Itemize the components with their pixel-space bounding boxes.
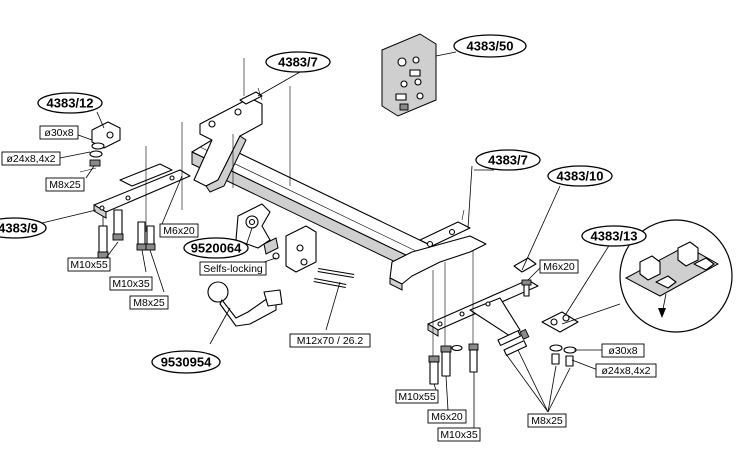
- part-number: 4383/7: [278, 55, 318, 70]
- spec-m6x20-right: M6x20: [539, 259, 579, 274]
- spec-m12x70: M12x70 / 26.2: [289, 333, 371, 348]
- spec-text: M12x70 / 26.2: [297, 335, 364, 347]
- spec-d24-left: ø24x8,4x2: [1, 151, 61, 166]
- spec-text: M10x35: [440, 429, 478, 441]
- spec-text: M10x35: [112, 278, 150, 290]
- spec-text: ø24x8,4x2: [601, 365, 650, 377]
- m6x20-screw-right: [521, 279, 532, 297]
- part-label-4383-7-right: 4383/7: [475, 149, 541, 171]
- spec-text: Selfs-locking: [203, 263, 263, 275]
- spec-d30x8-left: ø30x8: [39, 125, 79, 140]
- part-number: 4383/50: [467, 39, 514, 54]
- right-horizontal-bolts: [497, 328, 530, 356]
- socket-plate: [235, 203, 280, 260]
- spec-m6x20-left: M6x20: [159, 223, 199, 238]
- right-end-bracket: [427, 257, 539, 337]
- tow-ball: [207, 281, 283, 327]
- spec-text: M8x25: [531, 415, 563, 427]
- m12-bolts: [313, 268, 355, 288]
- part-number: 4383/13: [591, 229, 638, 244]
- spec-d24-right: ø24x8,4x2: [595, 363, 657, 378]
- right-side-bracket: [389, 209, 487, 291]
- spec-m10x35-right: M10x35: [437, 427, 481, 442]
- left-end-bracket: [91, 121, 191, 219]
- spec-text: ø24x8,4x2: [6, 153, 55, 165]
- part-number: 9530954: [161, 355, 212, 370]
- detail-inset-4383-50: [381, 33, 437, 117]
- spec-text: M6x20: [163, 225, 195, 237]
- spec-m10x55-left: M10x55: [67, 257, 111, 272]
- part-label-4383-12: 4383/12: [37, 92, 103, 114]
- spec-text: M8x25: [49, 179, 81, 191]
- spec-m10x35-left: M10x35: [109, 276, 153, 291]
- leader-lines: [37, 51, 611, 428]
- part-number: 4383/7: [488, 153, 528, 168]
- part-label-4383-50: 4383/50: [453, 34, 527, 58]
- part-number: 9520064: [191, 241, 242, 256]
- spec-text: M6x20: [431, 411, 463, 423]
- spec-m10x55-right: M10x55: [395, 389, 439, 404]
- part-number: 4383/10: [557, 169, 604, 184]
- part-number: 4383/9: [0, 221, 38, 236]
- spec-m8x25-left2: M8x25: [129, 295, 169, 310]
- part-label-4383-9: 4383/9: [0, 217, 47, 239]
- left-washer-stack: [79, 142, 105, 173]
- right-vertical-bolts: [428, 250, 479, 385]
- part-label-4383-13: 4383/13: [581, 225, 647, 247]
- left-vertical-bolts: [97, 209, 156, 262]
- part-number: 4383/12: [47, 96, 94, 111]
- spec-text: ø30x8: [608, 345, 637, 357]
- part-label-9520064: 9520064: [183, 237, 249, 259]
- spec-m8x25-right: M8x25: [527, 413, 567, 428]
- part-label-4383-10: 4383/10: [547, 165, 613, 187]
- spec-m8x25-left: M8x25: [45, 177, 85, 192]
- spec-text: M6x20: [543, 261, 575, 273]
- spec-d30x8-right: ø30x8: [601, 343, 645, 358]
- spec-text: M10x55: [398, 391, 436, 403]
- spec-text: ø30x8: [44, 127, 73, 139]
- spec-selfs-locking: Selfs-locking: [199, 261, 267, 276]
- part-label-9530954: 9530954: [151, 350, 221, 374]
- spec-m6x20-bottom: M6x20: [427, 409, 467, 424]
- left-side-bracket: [193, 87, 263, 193]
- hitch-mount-plate: [285, 225, 317, 273]
- guide-lines-left: [145, 58, 291, 232]
- right-bolt-plate: [541, 311, 579, 367]
- circular-detail: [561, 219, 733, 333]
- spec-text: M8x25: [133, 297, 165, 309]
- spec-text: M10x55: [70, 259, 108, 271]
- part-label-4383-7-top: 4383/7: [265, 51, 331, 73]
